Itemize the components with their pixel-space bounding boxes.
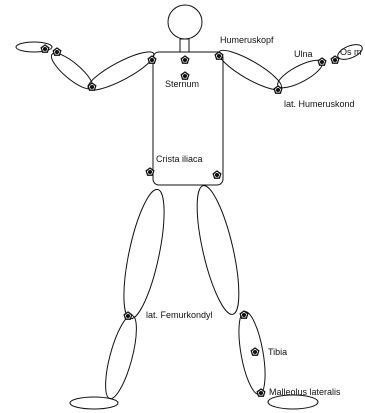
head [168,5,202,39]
label-crista-iliaca: Crista iliaca [156,154,203,164]
label-ulna: Ulna [294,49,313,59]
marker-right-humeruskopf [215,52,223,59]
label-malleolus-lateralis: Malleolus lateralis [269,387,341,397]
neck [180,39,189,52]
right-thigh [189,182,248,317]
marker-left-wrist [53,48,61,55]
left-shin [99,313,143,402]
right-foot [268,395,318,409]
label-tibia: Tibia [268,347,287,357]
left-foot [70,397,118,409]
torso [153,52,223,185]
label-sternum: Sternum [165,79,199,89]
marker-left-hand [41,45,49,52]
label-os-m: Os m [340,47,362,57]
marker-malleolus-lateralis [257,389,265,396]
left-thigh [116,186,173,321]
label-humeruskopf: Humeruskopf [220,35,274,45]
marker-right-crista-iliaca [213,171,221,178]
marker-sternum [181,56,189,63]
marker-left-humeruskopf [148,56,156,63]
marker-ulna [318,58,326,65]
label-lat-femurkondyl: lat. Femurkondyl [146,310,213,320]
label-lat-humeruskond: lat. Humeruskond [284,99,355,109]
marker-tibia [251,348,259,355]
